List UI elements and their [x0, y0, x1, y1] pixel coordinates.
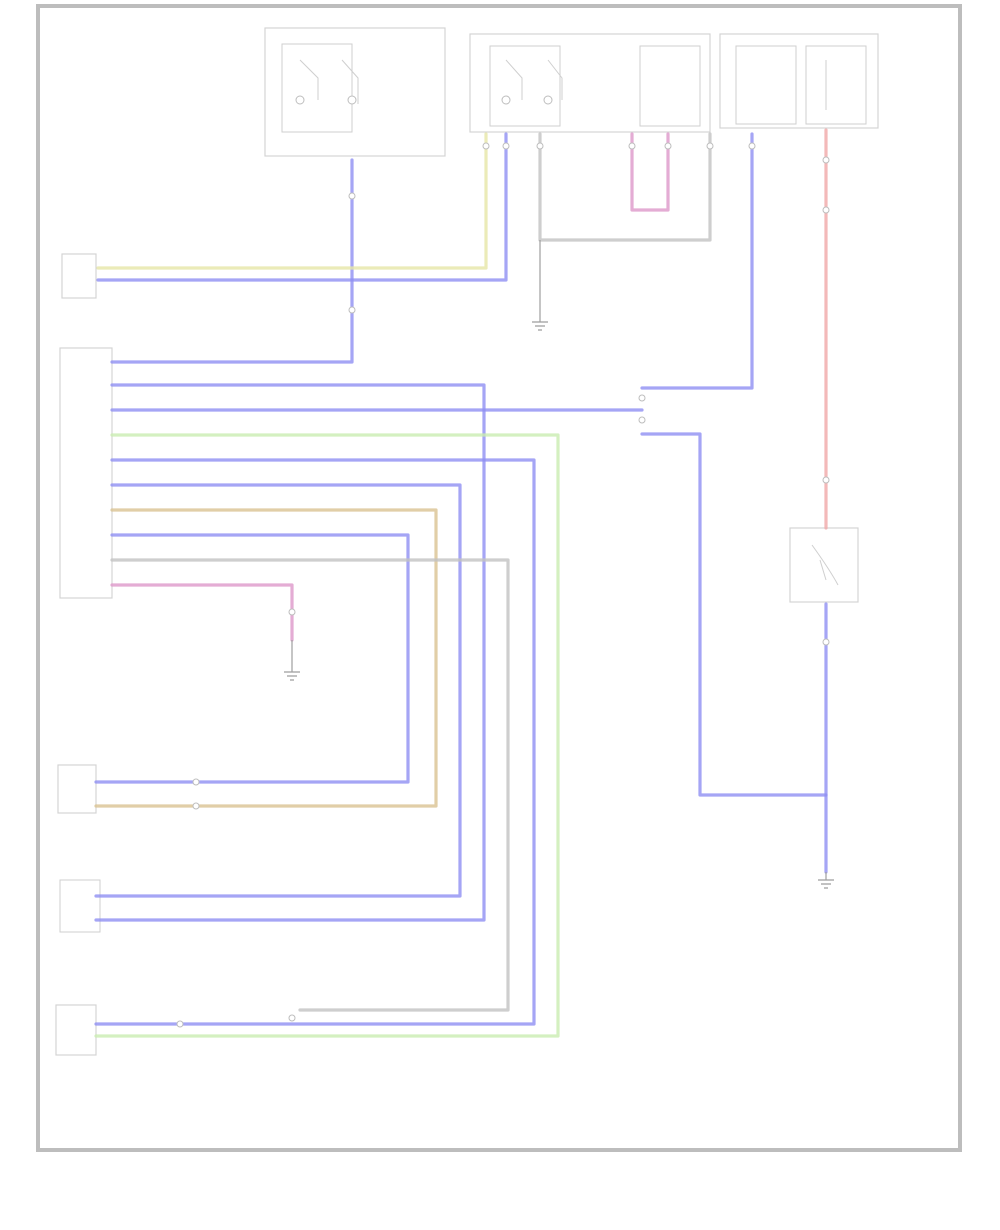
control-module-main [59, 347, 113, 599]
module-lower-left [59, 879, 101, 933]
wire-blue-right-upper [640, 132, 754, 390]
connector-nodes [176, 142, 830, 1028]
module-bottom-left [55, 1004, 97, 1056]
ground-symbol-right [818, 872, 834, 889]
wire-green-row4 [94, 433, 560, 1038]
wire-blue-row5 [94, 458, 536, 1026]
ground-symbol-left-mid [284, 640, 300, 681]
fuse-relay-box-right [719, 33, 879, 129]
wire-blue-row2 [94, 383, 486, 922]
wire-orange-row7 [94, 508, 438, 808]
module-top-left [61, 253, 97, 299]
wire-blue-row6 [94, 483, 462, 898]
module-middle-left [57, 764, 97, 814]
fuse-relay-box-center [469, 33, 711, 133]
wire-blue-top [96, 132, 508, 282]
right-switch-component [789, 527, 859, 603]
wire-blue-feed-left [110, 158, 354, 364]
wire-gray-center [538, 132, 712, 242]
wire-blue-row8 [94, 533, 410, 784]
fuse-relay-box-left [264, 27, 446, 157]
ground-symbol-center [532, 240, 548, 331]
wire-magenta-row10 [110, 583, 294, 642]
wire-magenta-loop [630, 132, 670, 212]
wire-blue-right-lower [640, 432, 828, 797]
wire-yellow-top [96, 132, 488, 270]
wire-gray-row9 [110, 558, 510, 1012]
page-frame [36, 4, 962, 1152]
